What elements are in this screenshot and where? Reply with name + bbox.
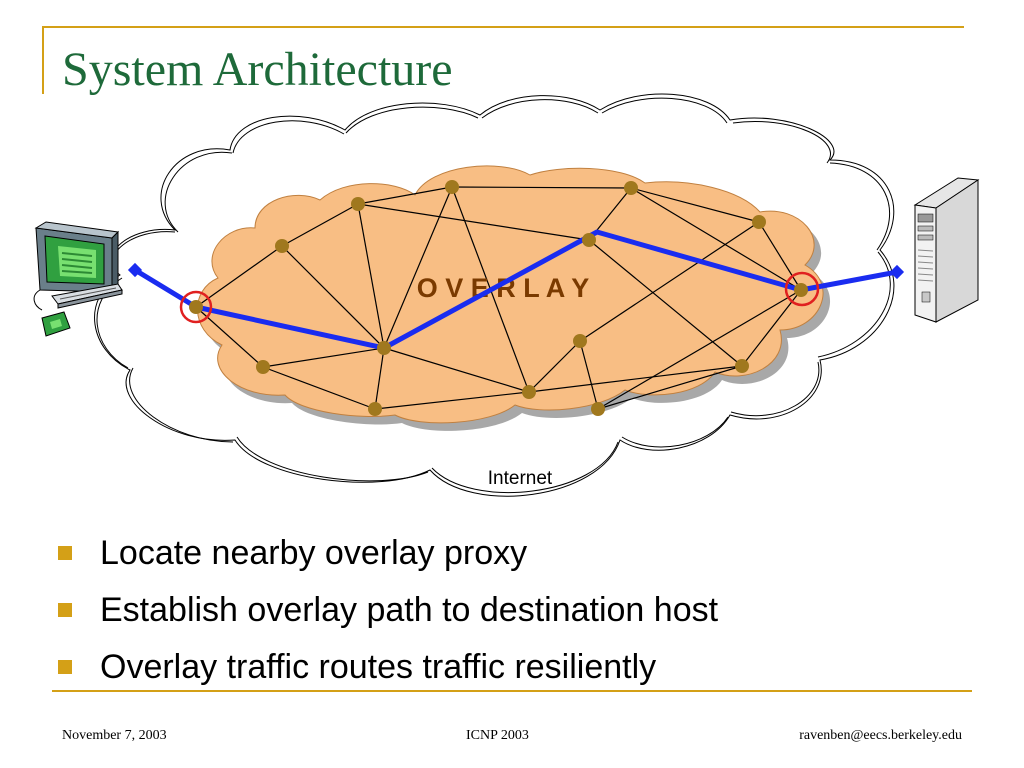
overlay-node <box>573 334 587 348</box>
overlay-nodes <box>189 180 808 416</box>
bullet-item: Overlay traffic routes traffic resilient… <box>58 638 718 695</box>
footer-date: November 7, 2003 <box>62 728 167 743</box>
internet-label: Internet <box>488 468 553 489</box>
title-rule-top <box>42 26 964 28</box>
square-bullet-icon <box>58 602 72 617</box>
square-bullet-icon <box>58 545 72 560</box>
overlay-label: O V E R L A Y <box>417 273 590 303</box>
overlay-node <box>256 360 270 374</box>
overlay-node <box>445 180 459 194</box>
server-proxy-ring <box>784 271 820 307</box>
overlay-node <box>351 197 365 211</box>
bullet-text: Locate nearby overlay proxy <box>100 533 528 572</box>
bullet-item: Locate nearby overlay proxy <box>58 524 718 581</box>
bullet-item: Establish overlay path to destination ho… <box>58 581 718 638</box>
server-path-endpoint <box>889 264 905 280</box>
overlay-node <box>522 385 536 399</box>
client-proxy-ring <box>179 290 213 324</box>
slide-title: System Architecture <box>62 43 453 96</box>
bullet-text: Establish overlay path to destination ho… <box>100 590 719 629</box>
overlay-cloud <box>197 165 824 424</box>
client-path-endpoint <box>127 262 143 278</box>
overlay-node <box>752 215 766 229</box>
overlay-node <box>794 283 808 297</box>
bullet-list: Locate nearby overlay proxy Establish ov… <box>58 524 718 695</box>
footer-conference: ICNP 2003 <box>466 728 529 743</box>
overlay-links <box>195 186 802 410</box>
overlay-node <box>377 341 391 355</box>
overlay-node <box>624 181 638 195</box>
tower-server-icon <box>913 177 980 323</box>
overlay-node <box>189 300 203 314</box>
overlay-node <box>735 359 749 373</box>
footer-email: ravenben@eecs.berkeley.edu <box>799 728 962 743</box>
overlay-node <box>275 239 289 253</box>
footer-rule <box>52 690 972 692</box>
overlay-node <box>582 233 596 247</box>
architecture-diagram: O V E R L A Y In <box>33 93 980 497</box>
overlay-node <box>368 402 382 416</box>
title-rule-left <box>42 26 44 94</box>
bullet-text: Overlay traffic routes traffic resilient… <box>100 647 657 686</box>
overlay-node <box>591 402 605 416</box>
desktop-computer-icon <box>33 221 123 337</box>
square-bullet-icon <box>58 659 72 674</box>
